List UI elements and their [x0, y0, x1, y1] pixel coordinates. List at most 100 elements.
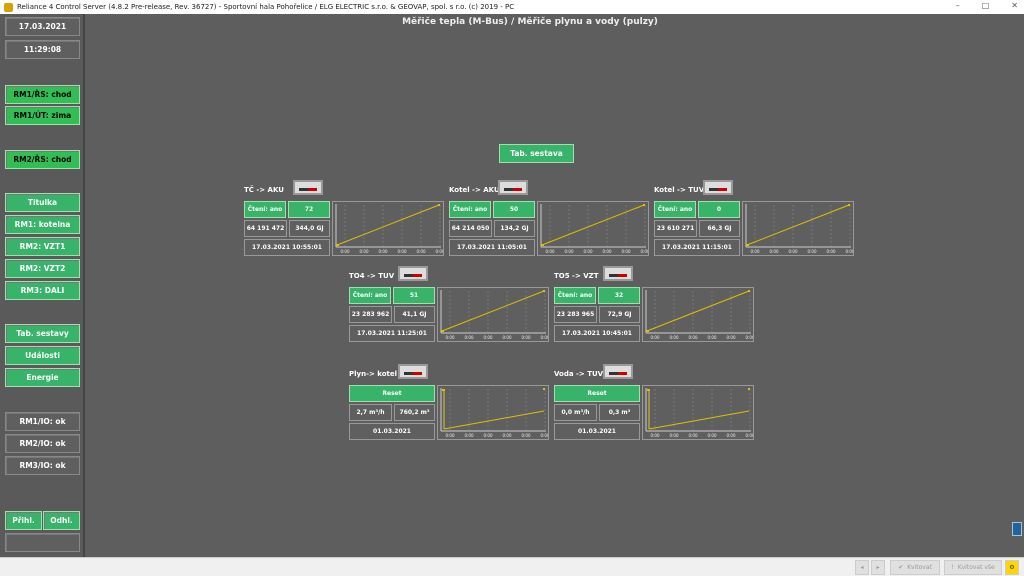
- counter-value: 23 283 962: [349, 306, 392, 323]
- reading-status: Čtení: ano: [349, 287, 391, 304]
- x-tick-label: 0:00: [546, 249, 555, 254]
- energy-value: 134,2 GJ: [494, 220, 535, 237]
- alarm-status-icon[interactable]: ⚙: [1005, 560, 1019, 575]
- nav-tab-sestavy[interactable]: Tab. sestavy: [5, 324, 80, 343]
- nav-rm3-dali[interactable]: RM3: DALI: [5, 281, 80, 300]
- timestamp: 17.03.2021 10:45:01: [554, 325, 640, 342]
- next-alarm-button[interactable]: ▸: [871, 560, 885, 575]
- meter-label: TČ -> AKU: [244, 186, 284, 194]
- reading-value: 32: [598, 287, 640, 304]
- timestamp: 17.03.2021 11:05:01: [449, 239, 535, 256]
- x-tick-label: 0:00: [484, 433, 493, 438]
- x-tick-label: 0:00: [379, 249, 388, 254]
- x-tick-label: 0:00: [503, 335, 512, 340]
- io-rm2[interactable]: RM2/IO: ok: [5, 434, 80, 453]
- meter-label: Kotel -> TUV: [654, 186, 705, 194]
- trend-plot: 0:000:000:000:000:000:00: [335, 204, 443, 254]
- nav-rm1-kotelna[interactable]: RM1: kotelna: [5, 215, 80, 234]
- data-point: [336, 244, 339, 246]
- nav-rm2-vzt2[interactable]: RM2: VZT2: [5, 259, 80, 278]
- x-tick-label: 0:00: [465, 335, 474, 340]
- trend-line: [541, 204, 645, 246]
- volume-value: 760,2 m³: [394, 404, 435, 421]
- trend-chart: 0:000:000:000:000:000:00: [642, 287, 754, 342]
- status-rm1-rs[interactable]: RM1/ŘS: chod: [5, 85, 80, 104]
- trend-line: [443, 410, 545, 430]
- data-point: [746, 244, 749, 246]
- tab-sestava-button[interactable]: Tab. sestava: [499, 144, 574, 163]
- x-tick-label: 0:00: [808, 249, 817, 254]
- energy-value: 72,9 GJ: [599, 306, 640, 323]
- counter-value: 64 214 050: [449, 220, 492, 237]
- meter-label: TO5 -> VZT: [554, 272, 599, 280]
- data-point: [848, 204, 850, 206]
- x-tick-label: 0:00: [584, 249, 593, 254]
- x-tick-label: 0:00: [746, 433, 753, 438]
- nav-energie[interactable]: Energie: [5, 368, 80, 387]
- sidebar: 17.03.2021 11:29:08 RM1/ŘS: chod RM1/ÚT:…: [0, 14, 85, 557]
- nav-titulka[interactable]: Titulka: [5, 193, 80, 212]
- minimize-button[interactable]: –: [955, 1, 960, 10]
- meter-image: [603, 266, 633, 281]
- acknowledge-label: Kvitovat: [907, 564, 932, 571]
- io-rm3[interactable]: RM3/IO: ok: [5, 456, 80, 475]
- acknowledge-all-button[interactable]: !Kvitovat vše: [944, 560, 1002, 575]
- data-point: [646, 330, 649, 332]
- status-rm1-ut[interactable]: RM1/ÚT: zima: [5, 106, 80, 125]
- x-tick-label: 0:00: [827, 249, 836, 254]
- maximize-button[interactable]: □: [981, 1, 990, 10]
- acknowledge-button[interactable]: ✔Kvitovat: [890, 560, 940, 575]
- trend-chart: 0:000:000:000:000:000:00: [537, 201, 649, 256]
- io-rm1[interactable]: RM1/IO: ok: [5, 412, 80, 431]
- x-tick-label: 0:00: [603, 249, 612, 254]
- reading-status: Čtení: ano: [244, 201, 286, 218]
- trend-chart: 0:000:000:000:000:000:00: [437, 385, 549, 440]
- trend-chart: 0:000:000:000:000:000:00: [642, 385, 754, 440]
- trend-line: [648, 410, 750, 430]
- status-bar: ◂ ▸ ✔Kvitovat !Kvitovat vše ⚙: [0, 557, 1024, 576]
- reset-button[interactable]: Reset: [349, 385, 435, 402]
- page-title: Měřiče tepla (M-Bus) / Měřiče plynu a vo…: [402, 17, 658, 27]
- reading-status: Čtení: ano: [554, 287, 596, 304]
- meter-label: Plyn-> kotel: [349, 370, 398, 378]
- x-tick-label: 0:00: [689, 433, 698, 438]
- x-tick-label: 0:00: [746, 335, 753, 340]
- reading-value: 0: [698, 201, 740, 218]
- user-display: [5, 533, 80, 552]
- title-bar: Reliance 4 Control Server (4.8.2 Pre-rel…: [0, 0, 1024, 14]
- meter-label: TO4 -> TUV: [349, 272, 395, 280]
- timestamp: 01.03.2021: [554, 423, 640, 440]
- x-tick-label: 0:00: [651, 433, 660, 438]
- logout-button[interactable]: Odhl.: [43, 511, 80, 530]
- login-button[interactable]: Přihl.: [5, 511, 42, 530]
- flow-value: 2,7 m³/h: [349, 404, 392, 421]
- counter-value: 23 283 965: [554, 306, 597, 323]
- trend-plot: 0:000:000:000:000:000:00: [440, 290, 548, 340]
- trend-plot: 0:000:000:000:000:000:00: [645, 388, 753, 438]
- window-title: Reliance 4 Control Server (4.8.2 Pre-rel…: [17, 3, 515, 11]
- side-panel-toggle[interactable]: [1012, 522, 1022, 536]
- x-tick-label: 0:00: [670, 335, 679, 340]
- x-tick-label: 0:00: [503, 433, 512, 438]
- x-tick-label: 0:00: [541, 335, 548, 340]
- timestamp: 17.03.2021 11:25:01: [349, 325, 435, 342]
- trend-plot: 0:000:000:000:000:000:00: [540, 204, 648, 254]
- x-tick-label: 0:00: [522, 335, 531, 340]
- reading-value: 50: [493, 201, 535, 218]
- x-tick-label: 0:00: [417, 249, 426, 254]
- x-tick-label: 0:00: [689, 335, 698, 340]
- nav-udalosti[interactable]: Události: [5, 346, 80, 365]
- counter-value: 64 191 472: [244, 220, 287, 237]
- prev-alarm-button[interactable]: ◂: [855, 560, 869, 575]
- x-tick-label: 0:00: [398, 249, 407, 254]
- alarm-icon: !: [951, 564, 954, 571]
- reset-button[interactable]: Reset: [554, 385, 640, 402]
- x-tick-label: 0:00: [622, 249, 631, 254]
- reading-status: Čtení: ano: [654, 201, 696, 218]
- close-button[interactable]: ✕: [1011, 1, 1018, 10]
- nav-rm2-vzt1[interactable]: RM2: VZT1: [5, 237, 80, 256]
- energy-value: 66,3 GJ: [699, 220, 740, 237]
- status-rm2-rs[interactable]: RM2/ŘS: chod: [5, 150, 80, 169]
